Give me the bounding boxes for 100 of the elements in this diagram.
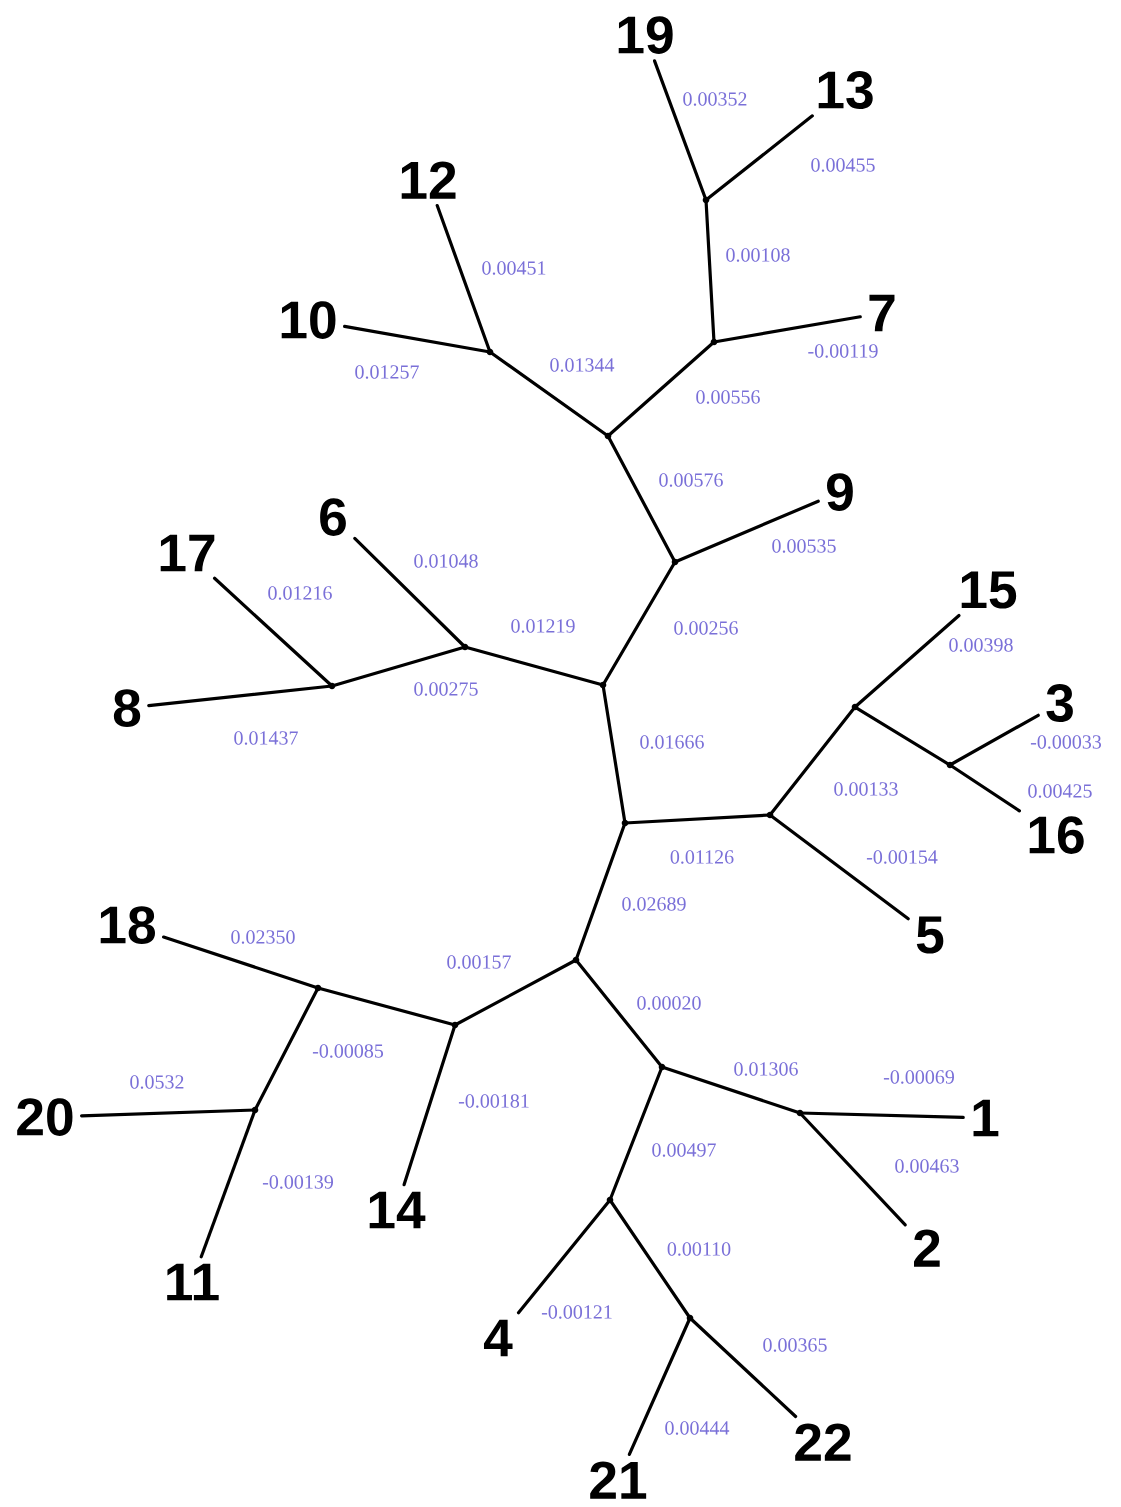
branch-line [768, 705, 857, 817]
branch-line [162, 935, 320, 990]
edge-label: 0.01048 [412, 552, 480, 570]
branch-point [486, 348, 494, 356]
branch-line [199, 1108, 257, 1259]
branch-line [516, 1198, 612, 1315]
branch-line [80, 1108, 257, 1118]
edge-label: 0.02689 [620, 895, 688, 913]
branch-point [796, 1109, 804, 1117]
branch-point [766, 811, 774, 819]
leaf-label: 15 [961, 571, 1017, 609]
edge-label: -0.00085 [310, 1042, 386, 1060]
branch-point [946, 761, 954, 769]
leaf-label: 11 [167, 1263, 219, 1301]
branch-line [353, 536, 467, 649]
edge-label: 0.00110 [665, 1240, 733, 1258]
branch-line [608, 1198, 692, 1320]
edge-label: 0.00497 [650, 1141, 718, 1159]
edge-label: -0.00119 [806, 342, 880, 360]
branch-point [461, 643, 469, 651]
leaf-label: 4 [484, 1319, 513, 1357]
branch-line [606, 434, 677, 564]
branch-line [601, 560, 677, 687]
leaf-label: 18 [100, 906, 155, 944]
edge-label: 0.00556 [694, 388, 762, 406]
branch-line [574, 958, 664, 1069]
edge-label: 0.00576 [657, 471, 725, 489]
branch-line [488, 350, 610, 438]
leaf-label: 19 [618, 16, 673, 54]
edge-label: 0.00020 [635, 994, 703, 1012]
edge-label: 0.00365 [761, 1336, 829, 1354]
branch-point [702, 196, 710, 204]
leaf-label: 13 [818, 71, 873, 109]
leaf-label: 1 [973, 1099, 999, 1137]
leaf-label: 20 [17, 1098, 73, 1136]
leaf-label: 8 [113, 689, 141, 727]
leaf-label: 10 [281, 301, 336, 339]
branch-line [212, 576, 334, 688]
branch-point [451, 1021, 459, 1029]
edge-label: 0.00444 [663, 1419, 731, 1437]
branch-point [572, 956, 580, 964]
edge-label: 0.01219 [509, 617, 577, 635]
edge-label: 0.01216 [266, 584, 334, 602]
branch-point [851, 703, 859, 711]
edge-label: 0.00108 [724, 246, 792, 264]
branch-line [673, 499, 820, 564]
edge-label: 0.01666 [638, 733, 706, 751]
branch-point [606, 1196, 614, 1204]
branch-line [948, 763, 1021, 813]
branch-line [798, 1111, 907, 1227]
edge-label: 0.00352 [681, 90, 749, 108]
branch-point [599, 681, 607, 689]
edge-label: 0.00535 [770, 537, 838, 555]
leaf-label: 16 [1029, 816, 1084, 854]
branch-line [688, 1316, 798, 1419]
branch-point [604, 432, 612, 440]
branch-line [253, 986, 320, 1112]
branch-point [658, 1063, 666, 1071]
edge-label: -0.00121 [539, 1303, 615, 1321]
edge-label: 0.00455 [809, 156, 877, 174]
branch-point [671, 558, 679, 566]
branch-point [686, 1314, 694, 1322]
edge-label: 0.00398 [947, 636, 1015, 654]
branch-point [710, 338, 718, 346]
branch-line [768, 813, 910, 921]
edge-label: 0.00133 [832, 780, 900, 798]
edge-label: 0.0532 [128, 1073, 186, 1091]
branch-line [798, 1111, 965, 1119]
edge-label: -0.00139 [260, 1173, 336, 1191]
branch-line [343, 324, 492, 354]
branch-line [627, 1316, 692, 1457]
edge-label: 0.00256 [672, 619, 740, 637]
leaf-label: 6 [320, 498, 346, 536]
edge-label: 0.01437 [232, 729, 300, 747]
leaf-label: 21 [590, 1461, 647, 1499]
edge-label: 0.01306 [732, 1060, 800, 1078]
branch-point [314, 984, 322, 992]
branch-line [601, 683, 627, 825]
branch-line [606, 340, 716, 438]
edge-label: 0.01344 [548, 356, 616, 374]
leaf-label: 7 [869, 294, 895, 332]
branch-line [608, 1065, 664, 1202]
branch-line [623, 813, 772, 825]
edge-label: -0.00154 [864, 848, 940, 866]
branch-line [463, 645, 605, 687]
leaf-label: 5 [916, 916, 944, 954]
edge-label: 0.01126 [668, 848, 736, 866]
leaf-label: 22 [795, 1423, 851, 1461]
edge-label: 0.02350 [229, 928, 297, 946]
leaf-label: 14 [369, 1191, 426, 1229]
branch-point [328, 682, 336, 690]
branch-point [251, 1106, 259, 1114]
branch-line [574, 821, 627, 962]
leaf-label: 9 [827, 473, 853, 511]
leaf-label: 3 [1046, 684, 1073, 722]
branch-line [453, 958, 578, 1027]
leaf-label: 12 [401, 161, 456, 199]
edge-label: 0.00451 [480, 259, 548, 277]
branch-line [853, 705, 952, 767]
branch-point [621, 819, 629, 827]
